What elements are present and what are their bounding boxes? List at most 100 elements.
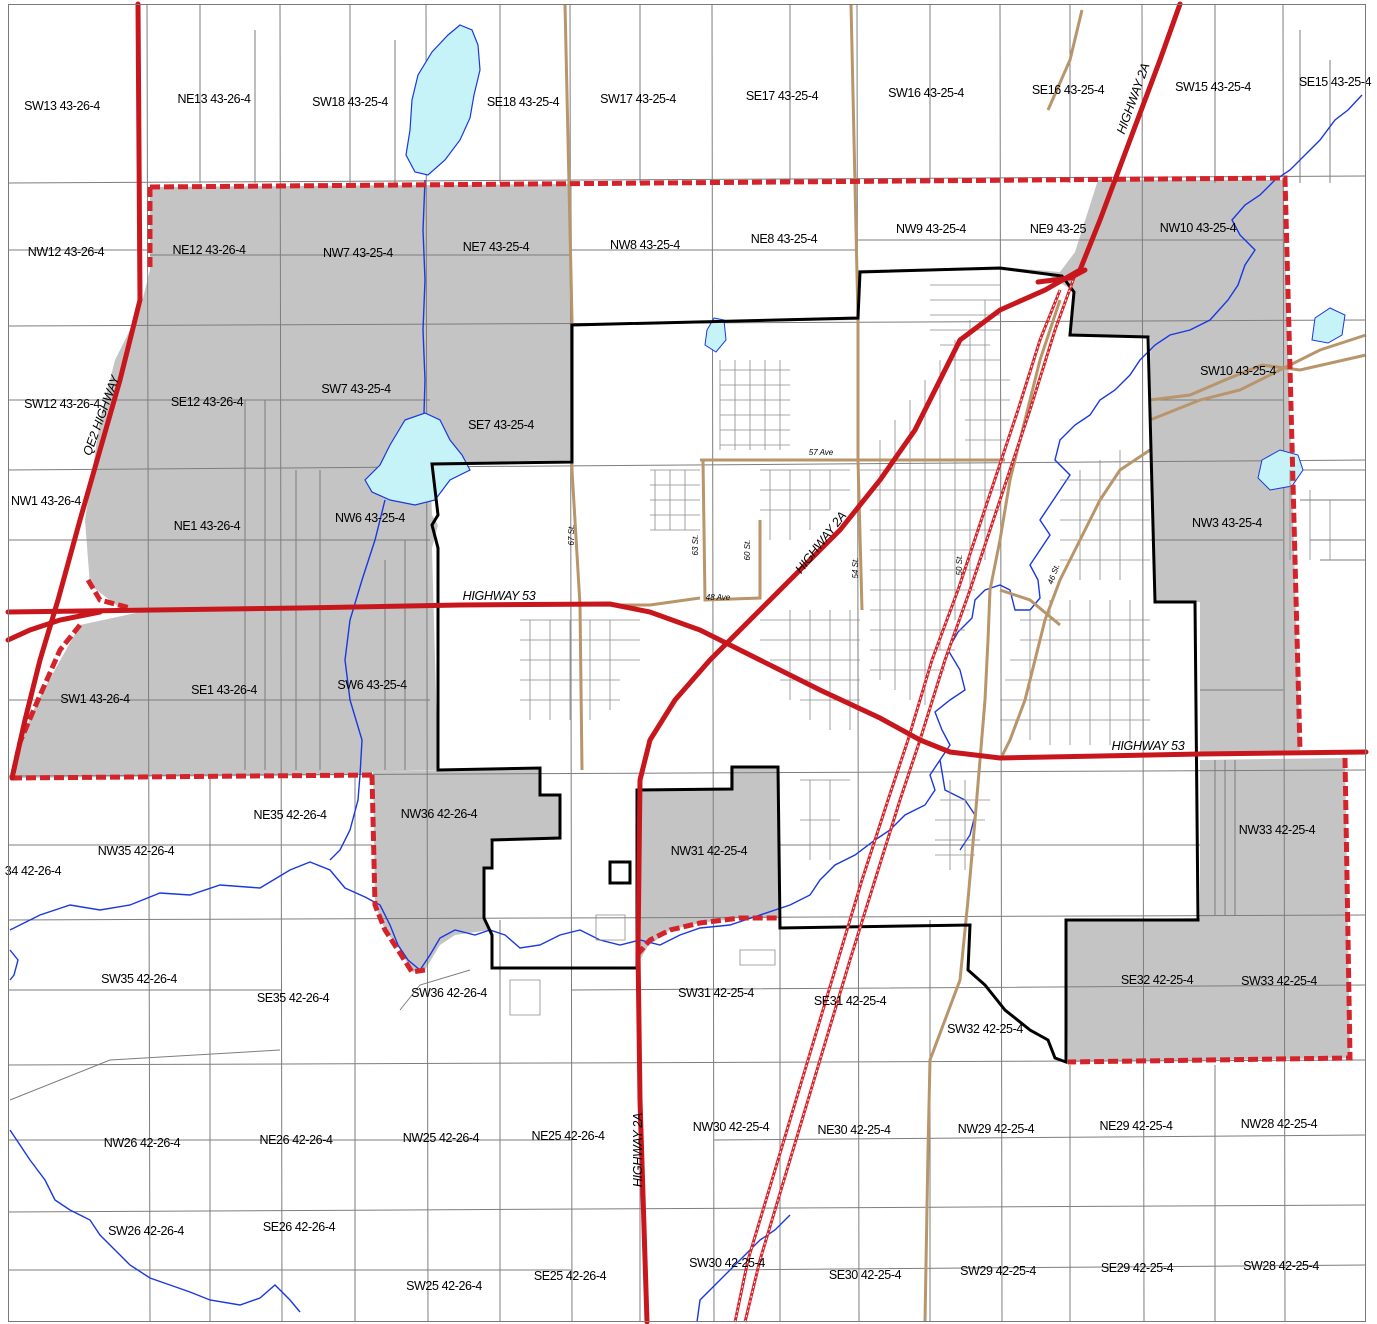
section-label: NW6 43-25-4 — [335, 511, 405, 525]
fringe-area-west — [12, 180, 1300, 778]
fringe-area-south — [637, 767, 778, 960]
street-label: 67 St. — [567, 525, 576, 546]
section-label: SW26 42-26-4 — [108, 1224, 184, 1238]
section-label: SE32 42-25-4 — [1121, 973, 1194, 987]
highways — [5, 1, 1369, 1324]
town-boundary — [430, 266, 1200, 1065]
section-label: SW18 43-25-4 — [312, 95, 388, 109]
section-label: SW32 42-25-4 — [947, 1022, 1023, 1036]
creek-south-2 — [696, 1214, 791, 1323]
section-label: NE1 43-26-4 — [174, 519, 241, 533]
street-label: 50 St. — [955, 555, 964, 576]
section-label: NW10 43-25-4 — [1160, 221, 1237, 235]
section-label: NW7 43-25-4 — [323, 246, 393, 260]
highway-label: HIGHWAY 53 — [463, 589, 536, 603]
fringe-area-sw — [373, 768, 560, 972]
street-label: 57 Ave — [809, 448, 834, 457]
town-boundary-notch — [608, 860, 632, 885]
section-label: NE25 42-26-4 — [531, 1129, 604, 1143]
section-label: SE30 42-25-4 — [829, 1268, 902, 1282]
creek-south — [329, 499, 386, 861]
section-label: 34 42-26-4 — [5, 864, 62, 878]
section-label: SW17 43-25-4 — [600, 92, 676, 106]
section-label: NE29 42-25-4 — [1099, 1119, 1172, 1133]
fringe-area-se — [1066, 758, 1350, 1062]
highway-2a-south — [635, 1, 1183, 1324]
street-labels: 57 Ave 48 Ave 67 St. 63 St. 60 St. 54 St. 50 S… — [567, 448, 1061, 602]
section-label: SW15 43-25-4 — [1175, 80, 1251, 94]
section-label: SE35 42-26-4 — [257, 991, 330, 1005]
section-label: NW30 42-25-4 — [693, 1120, 770, 1134]
section-label: NW3 43-25-4 — [1192, 516, 1262, 530]
section-label: NE30 42-25-4 — [817, 1123, 890, 1137]
water-features — [9, 24, 1363, 1323]
street-label: 54 St. — [851, 558, 860, 579]
section-label: NW8 43-25-4 — [610, 238, 680, 252]
creek-sw — [9, 1129, 301, 1313]
highway-53 — [5, 601, 1369, 761]
section-label: NE7 43-25-4 — [463, 240, 530, 254]
street-label: 60 St. — [743, 540, 752, 561]
highway-connector-west — [5, 609, 103, 643]
fringe-boundary — [9, 175, 1353, 1065]
pond-2 — [1311, 307, 1346, 344]
arterial-roads — [563, 3, 1367, 1323]
section-label: SW1 43-26-4 — [60, 692, 130, 706]
section-label: NW26 42-26-4 — [104, 1136, 181, 1150]
section-label: SE31 42-25-4 — [814, 994, 887, 1008]
section-label: SW35 42-26-4 — [101, 972, 177, 986]
section-label: SW16 43-25-4 — [888, 86, 964, 100]
section-label: SW25 42-26-4 — [406, 1279, 482, 1293]
section-label: NE9 43-25 — [1030, 222, 1087, 236]
street-label: 48 Ave — [706, 593, 731, 602]
section-label: NW31 42-25-4 — [671, 844, 748, 858]
section-label: SW30 42-25-4 — [689, 1256, 765, 1270]
section-label: SE15 43-25-4 — [1299, 75, 1372, 89]
section-label: NE35 42-26-4 — [253, 808, 326, 822]
section-label: NW9 43-25-4 — [896, 222, 966, 236]
creek-north — [422, 179, 426, 414]
section-label: SW13 43-26-4 — [24, 99, 100, 113]
section-label: NW35 42-26-4 — [98, 844, 175, 858]
section-label: SE17 43-25-4 — [746, 89, 819, 103]
section-label: NW36 42-26-4 — [401, 807, 478, 821]
section-grid — [7, 3, 1367, 1323]
section-label: SW33 42-25-4 — [1241, 974, 1317, 988]
section-label: SW6 43-25-4 — [337, 678, 407, 692]
highway-connector — [1035, 267, 1088, 285]
section-label: SW36 42-26-4 — [411, 986, 487, 1000]
railway — [733, 274, 1077, 1323]
section-label: NE26 42-26-4 — [259, 1133, 332, 1147]
section-label: NE12 43-26-4 — [172, 243, 245, 257]
section-label: NE8 43-25-4 — [751, 232, 818, 246]
section-label: SE12 43-26-4 — [171, 395, 244, 409]
creek-left — [9, 949, 19, 981]
qe2-highway — [9, 1, 143, 781]
section-label: SE1 43-26-4 — [191, 683, 257, 697]
section-label: NW1 43-26-4 — [11, 494, 81, 508]
section-label: SE18 43-25-4 — [487, 95, 560, 109]
street-label: 63 St. — [691, 535, 700, 556]
section-label: NW29 42-25-4 — [958, 1122, 1035, 1136]
section-label: SE7 43-25-4 — [468, 418, 534, 432]
lake-north — [405, 24, 481, 176]
section-label: SE29 42-25-4 — [1101, 1261, 1174, 1275]
section-label: SW31 42-25-4 — [678, 986, 754, 1000]
section-label: NW28 42-25-4 — [1241, 1117, 1318, 1131]
river-battle — [9, 94, 1363, 972]
section-label: SW28 42-25-4 — [1243, 1259, 1319, 1273]
section-label: NW12 43-26-4 — [28, 245, 105, 259]
section-label: SW12 43-26-4 — [24, 397, 100, 411]
creek-inner — [939, 759, 976, 851]
highway-label: HIGHWAY 2A — [793, 509, 850, 576]
section-label: SE26 42-26-4 — [263, 1220, 336, 1234]
section-label: NW33 42-25-4 — [1239, 823, 1316, 837]
section-label: SE16 43-25-4 — [1032, 83, 1105, 97]
section-label: SE25 42-26-4 — [534, 1269, 607, 1283]
section-label: SW10 43-25-4 — [1200, 364, 1276, 378]
highway-label: HIGHWAY 2A — [631, 1113, 645, 1187]
section-label: NW25 42-26-4 — [403, 1131, 480, 1145]
